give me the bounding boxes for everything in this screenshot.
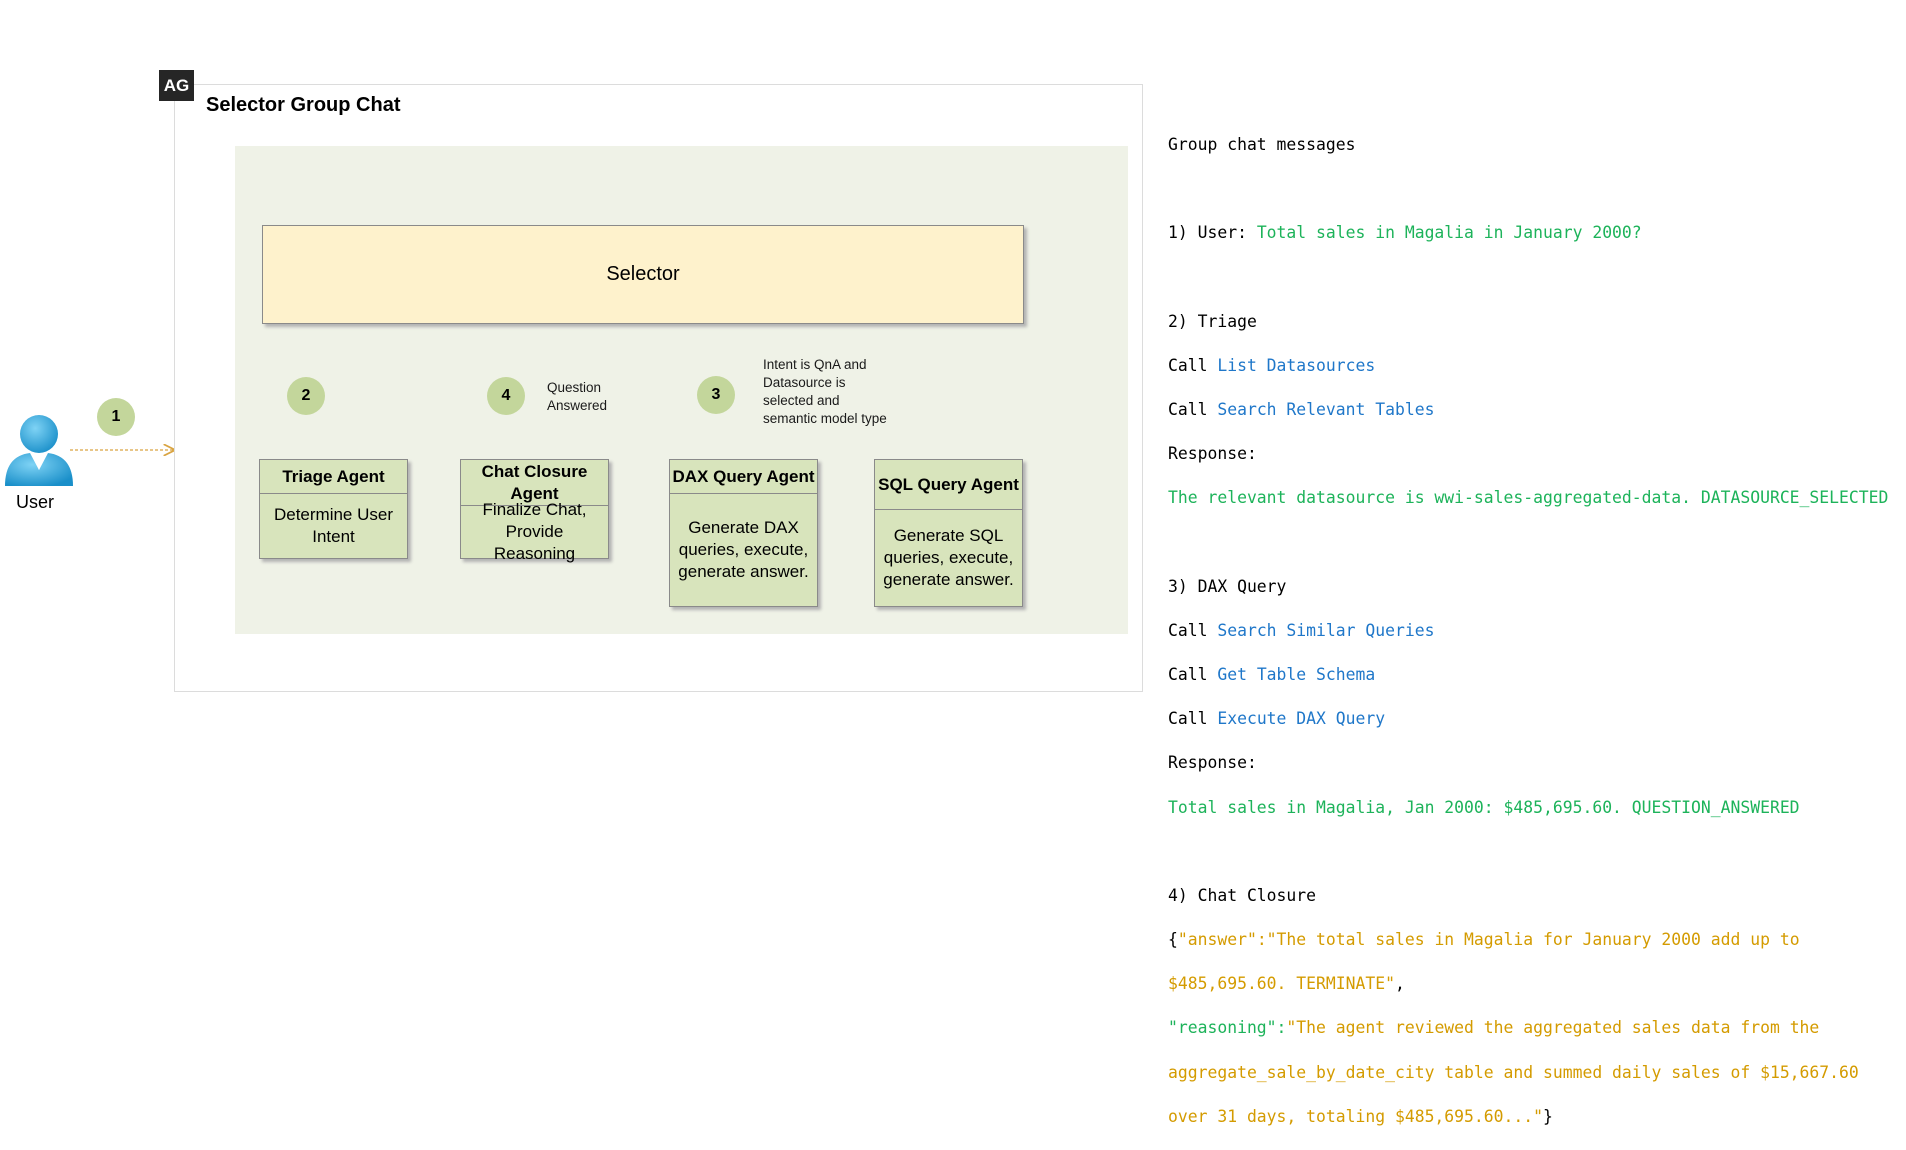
step-2-badge: 2 bbox=[287, 377, 325, 415]
chat-json-line: {"answer":"The total sales in Magalia fo… bbox=[1168, 930, 1800, 950]
chat-json-line: aggregate_sale_by_date_city table and su… bbox=[1168, 1062, 1859, 1082]
chat-response-text: The relevant datasource is wwi-sales-agg… bbox=[1168, 488, 1889, 508]
chat-json-line: over 31 days, totaling $485,695.60..."} bbox=[1168, 1106, 1553, 1126]
chat-closure-agent-box: Chat Closure Agent Finalize Chat, Provid… bbox=[460, 459, 609, 563]
user-label: User bbox=[16, 492, 55, 512]
dax-query-agent-box: DAX Query Agent Generate DAX queries, ex… bbox=[669, 459, 818, 607]
note-line: semantic model type bbox=[763, 411, 887, 426]
note-line: Answered bbox=[547, 398, 608, 413]
user-person-icon bbox=[5, 415, 73, 486]
step-4-badge: 4 bbox=[487, 377, 525, 415]
container-title: Selector Group Chat bbox=[206, 94, 401, 116]
note-line: Question bbox=[547, 380, 602, 395]
chat-call-line: Call Get Table Schema bbox=[1168, 665, 1376, 685]
chat-header: Group chat messages bbox=[1168, 135, 1356, 155]
chat-call-line: Call Execute DAX Query bbox=[1168, 709, 1386, 729]
group-chat-messages-log: Group chat messages 1) User: Total sales… bbox=[1168, 112, 1888, 1150]
chat-message-user: 1) User: Total sales in Magalia in Janua… bbox=[1168, 223, 1642, 243]
selector-box: Selector bbox=[262, 225, 1024, 324]
agent-title: SQL Query Agent bbox=[875, 460, 1022, 510]
question-answered-note: Question Answered bbox=[547, 379, 607, 415]
note-line: Intent is QnA and bbox=[763, 357, 867, 372]
note-line: selected and bbox=[763, 393, 840, 408]
selector-label: Selector bbox=[606, 263, 680, 285]
agent-description: Generate SQL queries, execute, generate … bbox=[883, 526, 1014, 589]
ag-badge: AG bbox=[159, 70, 194, 101]
step-1-badge: 1 bbox=[97, 398, 135, 436]
chat-message-triage-header: 2) Triage bbox=[1168, 311, 1257, 331]
chat-message-dax-header: 3) DAX Query bbox=[1168, 576, 1287, 596]
note-line: Datasource is bbox=[763, 375, 846, 390]
chat-json-line: $485,695.60. TERMINATE", bbox=[1168, 974, 1405, 994]
triage-agent-box: Triage Agent Determine User Intent bbox=[259, 459, 408, 559]
chat-message-closure-header: 4) Chat Closure bbox=[1168, 885, 1317, 905]
step-3-badge: 3 bbox=[697, 376, 735, 414]
agent-description: Finalize Chat, Provide Reasoning bbox=[482, 500, 587, 563]
chat-call-line: Call Search Relevant Tables bbox=[1168, 400, 1435, 420]
chat-json-line: "reasoning":"The agent reviewed the aggr… bbox=[1168, 1018, 1820, 1038]
agent-title: Triage Agent bbox=[260, 460, 407, 494]
chat-response-label: Response: bbox=[1168, 444, 1257, 464]
sql-query-agent-box: SQL Query Agent Generate SQL queries, ex… bbox=[874, 459, 1023, 607]
agent-title: DAX Query Agent bbox=[670, 460, 817, 494]
chat-response-text: Total sales in Magalia, Jan 2000: $485,6… bbox=[1168, 797, 1800, 817]
agent-title: Chat Closure Agent bbox=[461, 460, 608, 506]
agent-description: Generate DAX queries, execute, generate … bbox=[678, 518, 809, 581]
intent-note: Intent is QnA and Datasource is selected… bbox=[763, 356, 887, 428]
agent-description: Determine User Intent bbox=[273, 505, 394, 546]
chat-call-line: Call List Datasources bbox=[1168, 355, 1376, 375]
chat-response-label: Response: bbox=[1168, 753, 1257, 773]
chat-call-line: Call Search Similar Queries bbox=[1168, 620, 1435, 640]
